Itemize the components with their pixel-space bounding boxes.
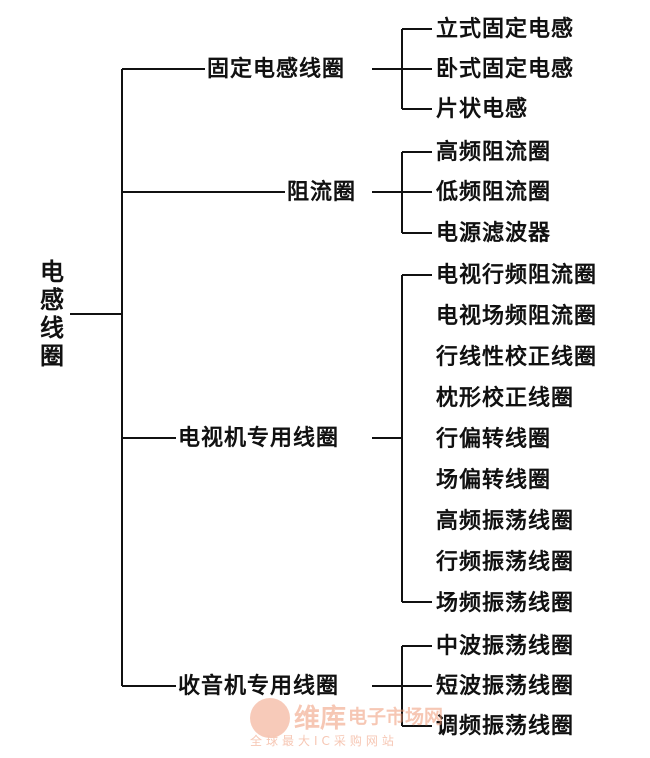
leaf-item: 高频振荡线圈: [436, 508, 575, 534]
leaf-item: 场频振荡线圈: [436, 590, 575, 616]
leaf-item: 高频阻流圈: [436, 139, 552, 165]
watermark-logo-icon: [250, 698, 290, 738]
leaf-item: 调频振荡线圈: [436, 713, 575, 739]
leaf-item: 片状电感: [436, 96, 529, 122]
leaf-item: 卧式固定电感: [436, 56, 575, 82]
leaf-item: 行频振荡线圈: [436, 549, 575, 575]
root-label-char: 感: [40, 285, 64, 314]
leaf-item: 电源滤波器: [436, 220, 552, 246]
leaf-item: 低频阻流圈: [436, 179, 552, 205]
leaf-item: 中波振荡线圈: [436, 633, 575, 659]
leaf-item: 行线性校正线圈: [436, 344, 598, 370]
watermark-brand: 维库: [294, 704, 347, 734]
group-label-choke: 阻流圈: [287, 179, 357, 205]
leaf-item: 枕形校正线圈: [436, 385, 575, 411]
leaf-item: 电视场频阻流圈: [436, 303, 598, 329]
watermark-site: 电子市场网: [348, 706, 444, 728]
group-label-tv-coil: 电视机专用线圈: [178, 425, 340, 451]
watermark-slogan: 全球最大IC采购网站: [250, 734, 398, 748]
root-label-char: 电: [40, 257, 64, 286]
watermark: 维库 电子市场网 全球最大IC采购网站: [250, 698, 450, 748]
root-label-char: 圈: [40, 341, 64, 370]
leaf-item: 短波振荡线圈: [436, 673, 575, 699]
group-label-radio-coil: 收音机专用线圈: [178, 673, 340, 699]
leaf-item: 行偏转线圈: [436, 426, 552, 452]
leaf-item: 电视行频阻流圈: [436, 262, 598, 288]
group-label-fixed-inductor: 固定电感线圈: [207, 56, 346, 82]
root-label-char: 线: [40, 313, 64, 342]
leaf-item: 立式固定电感: [436, 16, 575, 42]
leaf-item: 场偏转线圈: [436, 467, 552, 493]
